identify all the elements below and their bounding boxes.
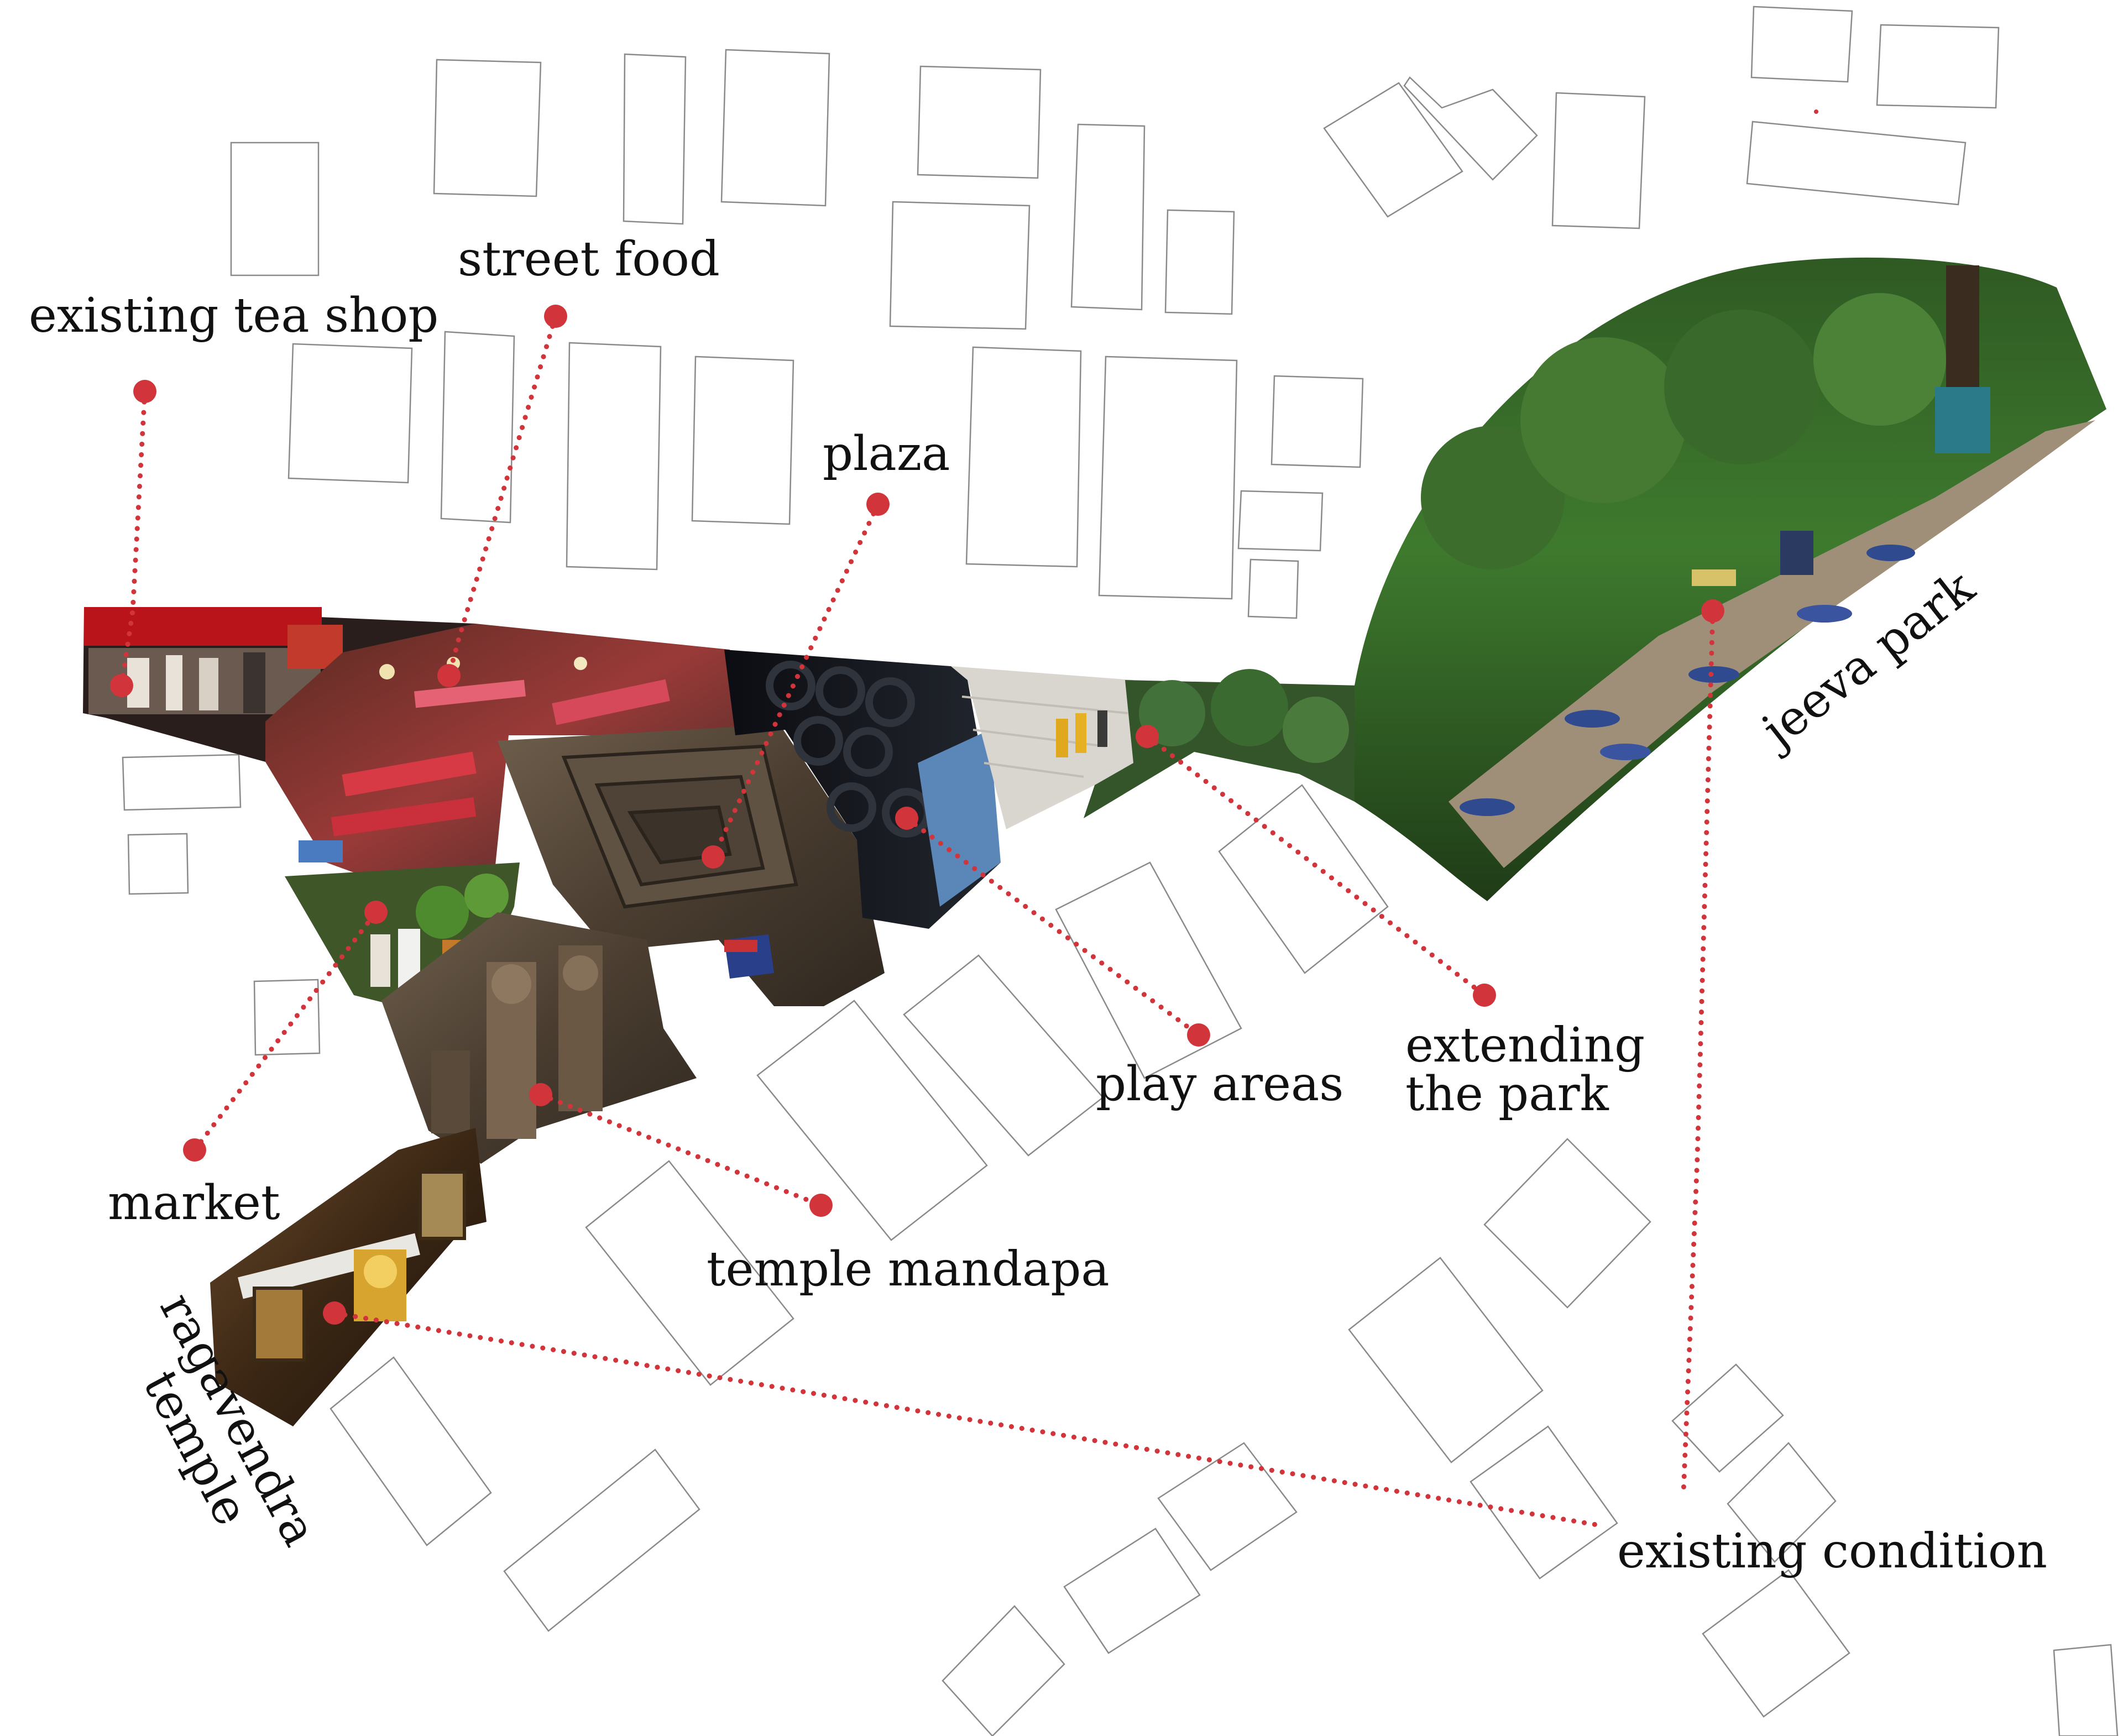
marker-street-food-label: [544, 305, 567, 328]
marker-extending-park-site: [1136, 725, 1159, 748]
marker-market-label: [183, 1138, 206, 1162]
marker-extending-park-label: [1473, 984, 1496, 1007]
marker-tea-shop-site: [110, 674, 133, 697]
leader-plaza: [710, 501, 881, 860]
ragavendra-temple-photo: [210, 1128, 487, 1426]
leader-existing-condition-park: [1681, 608, 1716, 1496]
marker-play-areas-label: [1187, 1023, 1210, 1047]
label-existing-tea-shop: existing tea shop: [29, 288, 438, 343]
walkway-photo: [951, 666, 1133, 829]
label-plaza: plaza: [823, 426, 950, 482]
leader-market: [192, 909, 379, 1153]
label-existing-condition: existing condition: [1617, 1524, 2047, 1579]
leader-existing-condition-temple: [332, 1310, 1606, 1529]
marker-temple-mandapa-site: [529, 1083, 552, 1106]
street-food-photo: [265, 624, 735, 885]
marker-plaza-site: [702, 845, 725, 869]
label-play-areas: play areas: [1096, 1057, 1343, 1112]
marker-play-areas-site: [895, 807, 918, 830]
label-extending-line-2: the park: [1405, 1066, 1609, 1122]
marker-jeeva-park-site: [1701, 599, 1724, 623]
building-footprints: [122, 6, 2119, 1736]
leader-markers: [110, 305, 1724, 1325]
marker-plaza-label: [866, 493, 890, 516]
leader-extending-park: [1144, 734, 1487, 998]
leader-temple-mandapa: [538, 1092, 824, 1208]
marker-tea-shop-label: [133, 380, 156, 403]
marker-temple-mandapa-label: [809, 1194, 833, 1217]
stray-mark: [1814, 109, 1818, 114]
leader-play-areas: [904, 815, 1201, 1038]
temple-mandapa-photo: [381, 912, 697, 1164]
play-areas-photo: [724, 650, 1001, 929]
label-temple-mandapa: temple mandapa: [707, 1242, 1110, 1297]
leader-street-food: [446, 313, 558, 678]
leader-tea-shop: [119, 389, 148, 688]
label-street-food: street food: [458, 232, 720, 287]
label-extending-line-1: extending: [1405, 1018, 1645, 1073]
leader-lines: [119, 313, 1716, 1529]
label-market: market: [108, 1175, 280, 1231]
marker-ragavendra-site: [323, 1301, 346, 1325]
jeeva-park-photo: [1355, 257, 2106, 902]
marker-street-food-site: [437, 664, 461, 687]
photo-collage: [83, 257, 2106, 1426]
marker-market-site: [364, 901, 388, 924]
